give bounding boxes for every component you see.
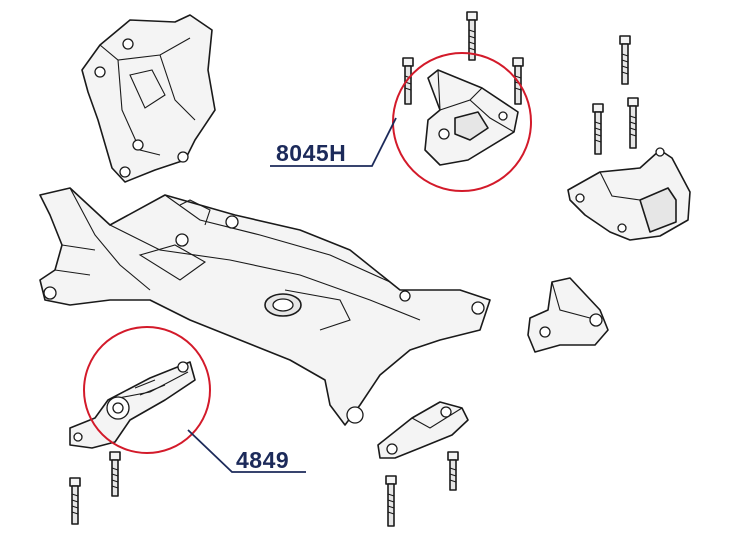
- part-number-label-8045h: 8045H: [276, 140, 347, 166]
- upper-engine-mount: [424, 69, 519, 166]
- bolt: [466, 11, 478, 61]
- lower-bracket: [377, 401, 469, 459]
- bolt: [69, 477, 81, 525]
- bolt: [592, 103, 604, 155]
- bolt: [402, 57, 414, 105]
- bolt: [109, 451, 121, 497]
- part-number-label-4849: 4849: [236, 447, 290, 473]
- bolt: [447, 451, 459, 491]
- bolt: [627, 97, 639, 149]
- leader-line-4849: [187, 429, 306, 473]
- bolt: [385, 475, 397, 527]
- subframe: [39, 187, 491, 426]
- leader-line-8045h: [270, 117, 397, 167]
- side-bracket: [527, 277, 609, 353]
- engine-bracket: [81, 14, 216, 183]
- transmission-mount: [567, 147, 691, 241]
- callout-circle-4849: [83, 326, 211, 454]
- bolt: [619, 35, 631, 85]
- torque-arm-mount: [69, 361, 196, 449]
